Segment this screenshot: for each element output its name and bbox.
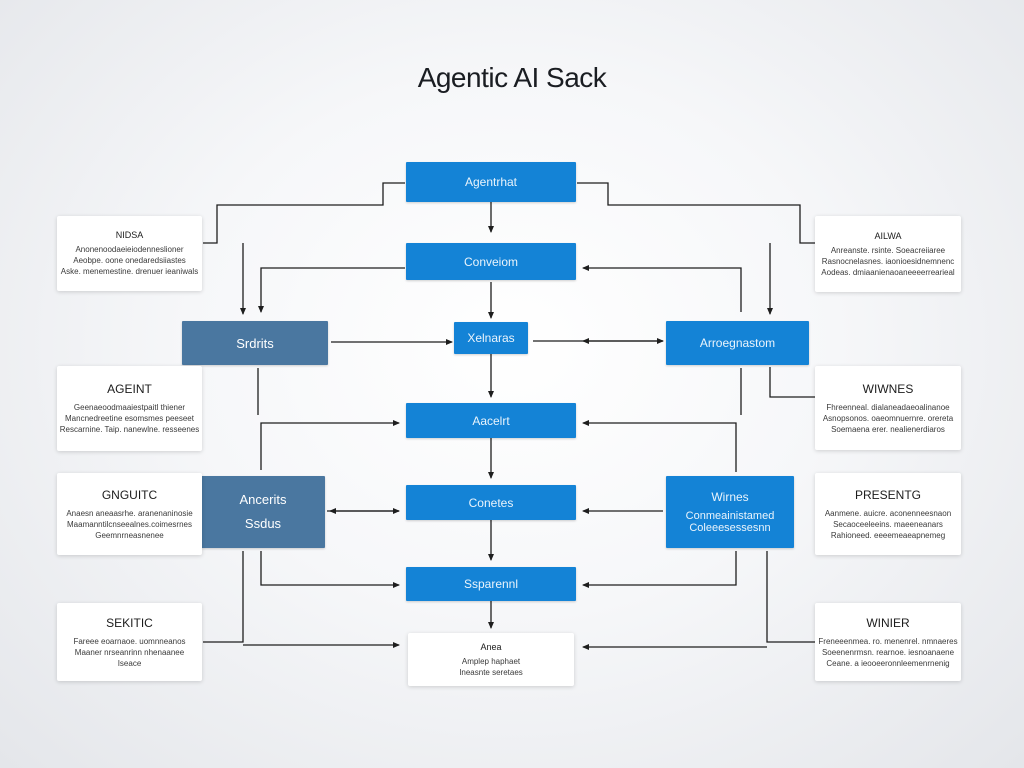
card-line: Geemnrneasnenee <box>95 530 164 540</box>
node-ssparennl[interactable]: Ssparennl <box>406 567 576 601</box>
node-label: Wirnes <box>711 490 749 504</box>
card-line: Ceane. a ieooeeronnleemenrnenig <box>826 658 950 668</box>
card-line: Soeenenrmsn. rearnoe. iesnoanaene <box>821 647 955 657</box>
card-line: Maamanntilcnseealnes.coimesrnes <box>67 519 192 529</box>
node-xelnaras[interactable]: Xelnaras <box>454 322 528 354</box>
node-label: Ancerits <box>239 492 287 507</box>
connector-row4-left <box>260 420 400 470</box>
node-label: Aacelrt <box>472 413 510 428</box>
connector-arro-wimes <box>769 367 815 398</box>
card-heading: NIDSA <box>115 230 144 240</box>
node-wirnes[interactable]: Wirnes Conmeainistamed Coleeesessesnn <box>666 476 794 548</box>
node-label: Conveiom <box>463 254 519 269</box>
node-label: Agentrhat <box>464 175 518 189</box>
card-line: Mancnedreetine esomsmes peeseet <box>65 414 194 423</box>
connector-row6-left <box>260 551 400 588</box>
node-label: Coleeesessesnn <box>689 522 771 534</box>
node-aacelrt[interactable]: Aacelrt <box>406 403 576 438</box>
card-line: Aodeas. dmiaanienaoaneeeerrearieal <box>821 267 955 277</box>
connector-row6-right <box>582 551 737 588</box>
card-line: Ineasnte seretaes <box>459 667 523 677</box>
right-card-ailwa[interactable]: AILWA Anreanste. rsinte. Soeacreiiaree R… <box>815 216 961 292</box>
card-line: Anaesn aneaasrhe. aranenaninosie <box>66 508 193 518</box>
node-agentrhat[interactable]: Agentrhat <box>406 162 576 202</box>
connector-row2-left <box>258 267 405 313</box>
card-heading: AGEINT <box>107 382 152 396</box>
card-heading: PRESENTG <box>854 487 921 502</box>
card-line: Aske. menemestine. drenuer ieaniwals <box>60 267 199 276</box>
card-line: Anonenoodaeieiodenneslioner <box>75 245 184 254</box>
node-conveiom[interactable]: Conveiom <box>406 243 576 280</box>
connector-top-right <box>577 182 815 244</box>
node-conetes[interactable]: Conetes <box>406 485 576 520</box>
card-line: Geenaeoodmaaiestpaitl thiener <box>73 403 186 412</box>
card-line: Anreanste. rsinte. Soeacreiiaree <box>830 245 946 255</box>
card-line: Rescarnine. Taip. nanewlne. resseenes <box>59 425 200 434</box>
connector-row4-right <box>582 420 737 472</box>
right-card-wiwnes[interactable]: WIWNES Fhreenneal. dialaneadaeoalinanoe … <box>815 366 961 450</box>
card-line: Aanmene. auicre. aconenneesnaon <box>824 508 952 518</box>
connector-bottom-right <box>766 551 815 643</box>
card-heading: AILWA <box>874 230 902 241</box>
card-heading: WIWNES <box>862 381 914 396</box>
card-heading: Anea <box>480 641 502 652</box>
card-line: Maaner nrseanrinn nhenaanee <box>74 647 185 657</box>
left-card-gnguitc[interactable]: GNGUITC Anaesn aneaasrhe. aranenaninosie… <box>57 473 202 555</box>
card-line: Asnopsonos. oaeomnuernre. orereta <box>822 413 954 423</box>
card-line: Soemaena erer. nealienerdiaros <box>831 424 945 434</box>
connector-top-left <box>203 182 405 244</box>
card-line: Aeobpe. oone onedaredsiiastes <box>73 256 186 265</box>
card-heading: SEKITIC <box>106 615 153 630</box>
card-line: Fareee eoarnaoe. uomnneanos <box>73 636 186 646</box>
diagram-title: Agentic AI Sack <box>417 62 607 93</box>
card-heading: WINIER <box>866 615 910 630</box>
card-line: Amplep haphaet <box>461 656 521 666</box>
right-card-winier[interactable]: WINIER Freneeenmea. ro. menenrel. nmnaer… <box>815 603 961 681</box>
left-card-nidsa[interactable]: NIDSA Anonenoodaeieiodenneslioner Aeobpe… <box>57 216 202 291</box>
connector-row2-right <box>582 265 742 312</box>
card-line: Rahioneed. eeeemeaeapnemeg <box>830 530 946 540</box>
left-card-ageint[interactable]: AGEINT Geenaeoodmaaiestpaitl thiener Man… <box>57 366 202 451</box>
card-heading: GNGUITC <box>101 487 158 502</box>
right-card-presentg[interactable]: PRESENTG Aanmene. auicre. aconenneesnaon… <box>815 473 961 555</box>
node-label: Xelnaras <box>467 331 515 345</box>
node-arroegnastom[interactable]: Arroegnastom <box>666 321 809 365</box>
node-label: Arroegnastom <box>699 336 776 350</box>
card-line: Rasnocnelasnes. iaonioesidnemnenc <box>821 256 955 266</box>
node-label: Srdrits <box>236 335 274 351</box>
node-label: Ssparennl <box>463 577 519 591</box>
node-anea-card[interactable]: Anea Amplep haphaet Ineasnte seretaes <box>408 633 574 686</box>
node-label: Ssdus <box>244 516 282 531</box>
node-label: Conetes <box>468 495 514 510</box>
card-line: Secaoceeleeins. maeeneanars <box>833 519 943 529</box>
node-label: Conmeainistamed <box>685 510 775 522</box>
card-line: Fhreenneal. dialaneadaeoalinanoe <box>826 402 950 412</box>
node-ancerits-ssdus[interactable]: Ancerits Ssdus <box>201 476 325 548</box>
node-srdrits[interactable]: Srdrits <box>182 321 328 365</box>
left-card-sekitic[interactable]: SEKITIC Fareee eoarnaoe. uomnneanos Maan… <box>57 603 202 681</box>
card-line: Iseace <box>117 658 142 668</box>
card-line: Freneeenmea. ro. menenrel. nmnaeres <box>818 636 958 646</box>
connector-bottom-left <box>203 551 244 643</box>
